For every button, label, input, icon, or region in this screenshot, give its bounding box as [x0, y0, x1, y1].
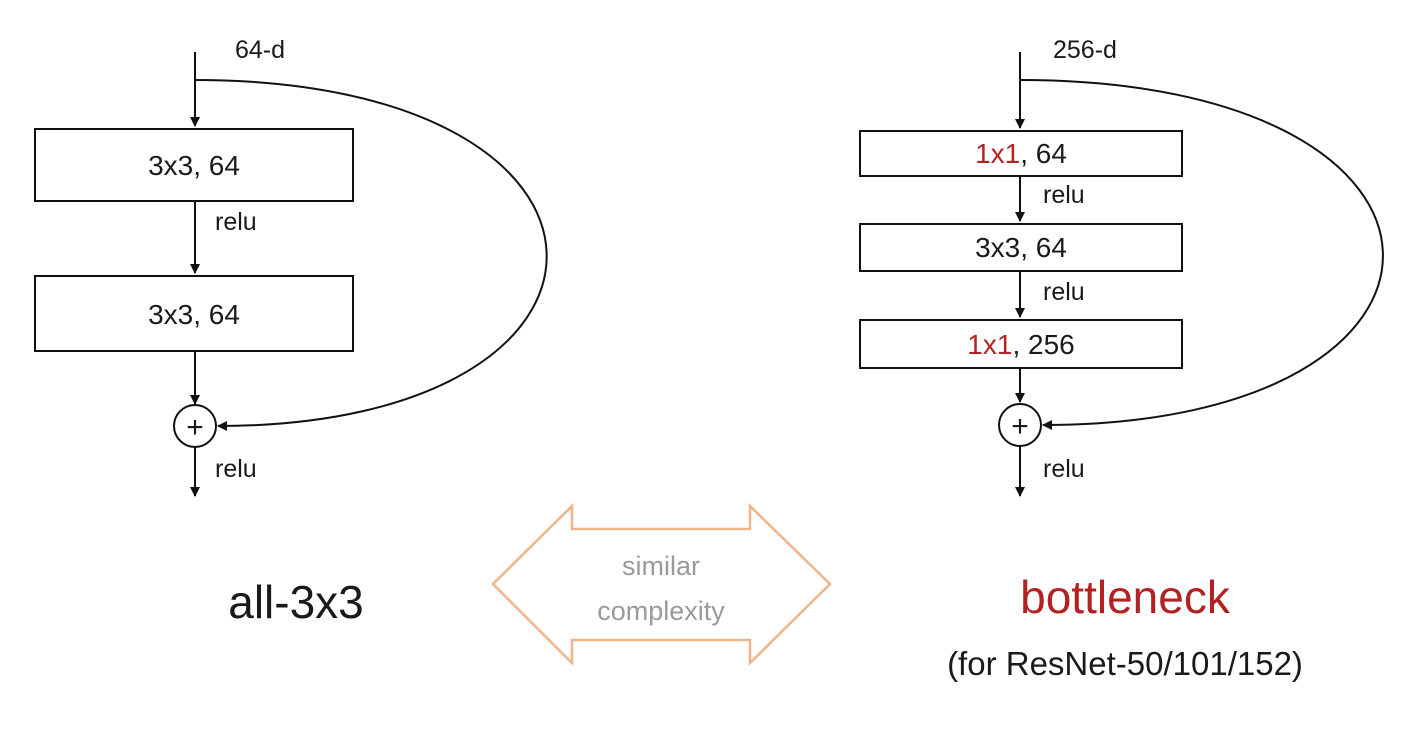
right-relu-3: relu	[1043, 455, 1085, 483]
left-add-symbol: +	[186, 411, 204, 444]
right-relu-1: relu	[1043, 181, 1085, 209]
left-layer-1-label: 3x3, 64	[148, 150, 240, 181]
right-layer-2-box	[859, 223, 1183, 272]
left-relu-2: relu	[215, 455, 257, 483]
left-layer-2-label: 3x3, 64	[148, 299, 240, 330]
right-layer-3-box	[859, 319, 1183, 369]
comparison-arrow-shape	[491, 503, 832, 667]
right-layer-1-label: 1x1, 64	[975, 138, 1067, 169]
left-input-label: 64-d	[235, 36, 285, 64]
right-layer-1-kernel: 1x1	[975, 138, 1020, 169]
right-add-symbol: +	[1011, 410, 1029, 443]
left-skip-connection	[194, 79, 548, 431]
right-block: 256-d 1x1, 64 relu 3x3, 64 relu 1x1, 256…	[859, 36, 1384, 682]
right-input-label: 256-d	[1053, 36, 1117, 64]
right-skip-connection	[1019, 79, 1384, 430]
comparison-line-1: similar	[622, 551, 700, 581]
right-layer-3-kernel: 1x1	[967, 329, 1012, 360]
left-layer-2-box	[34, 275, 354, 352]
right-relu-2: relu	[1043, 278, 1085, 306]
right-layer-3-label: 1x1, 256	[967, 329, 1074, 360]
comparison-line-2: complexity	[597, 596, 725, 626]
left-caption: all-3x3	[228, 576, 364, 628]
right-subcaption: (for ResNet-50/101/152)	[947, 645, 1303, 682]
right-layer-2-label: 3x3, 64	[975, 232, 1067, 263]
right-caption: bottleneck	[1020, 571, 1231, 623]
circle-plus-icon: +	[173, 404, 217, 448]
double-arrow-icon: similar complexity	[491, 503, 832, 667]
left-block: 64-d 3x3, 64 relu 3x3, 64 + relu all-3x3	[34, 36, 548, 628]
circle-plus-icon: +	[998, 403, 1042, 447]
left-relu-1: relu	[215, 208, 257, 236]
